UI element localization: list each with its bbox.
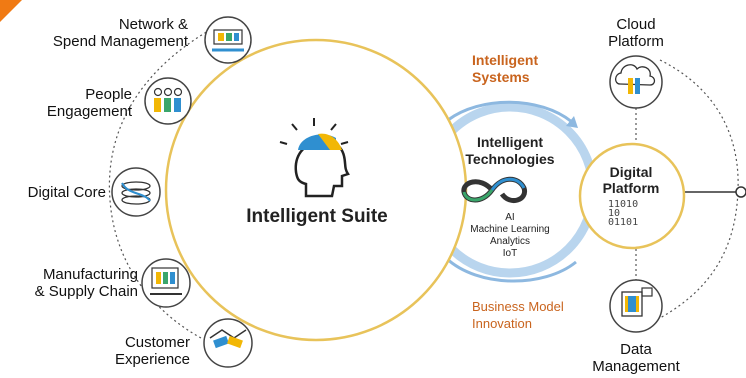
binary-line: 11010 [608, 199, 639, 210]
digital-core-icon [111, 167, 161, 217]
label-line: & Supply Chain [34, 283, 138, 300]
label-line: Spend Management [52, 33, 188, 50]
label-line: Innovation [472, 316, 532, 331]
technology-item: Machine Learning [470, 224, 550, 235]
label-line: Digital [609, 164, 653, 180]
cloud-platform-label: Cloud Platform [586, 16, 686, 50]
label-network-spend: Network & Spend Management [20, 16, 188, 50]
label-line: Management [592, 358, 680, 375]
people-icon [144, 77, 192, 125]
label-line: Intelligent [476, 134, 544, 150]
label-line: Intelligent [472, 52, 539, 68]
label-line: Technologies [465, 151, 555, 167]
binary-line: 01101 [608, 217, 639, 228]
intelligent-systems-label: Intelligent Systems [472, 52, 538, 86]
label-line: Experience [114, 351, 190, 368]
innovation-arrow [444, 256, 577, 283]
label-line: Digital Core [27, 184, 106, 201]
technology-item: AI [505, 212, 515, 223]
label-line: Systems [472, 69, 530, 85]
left-dashed-arc [108, 19, 229, 346]
business-model-innovation-label: Business Model Innovation [472, 298, 564, 332]
network-spend-icon [204, 16, 252, 64]
label-line: Business Model [472, 299, 564, 314]
binary-line: 10 [608, 208, 621, 219]
label-line: People [85, 86, 132, 103]
binary-code: 11010 10 01101 [608, 199, 654, 228]
systems-arrowhead [566, 116, 578, 128]
label-line: Platform [608, 33, 664, 50]
manufacturing-icon [141, 258, 191, 308]
technology-item: IoT [502, 248, 518, 259]
label-people-engagement: People Engagement [20, 86, 132, 120]
label-line: Network & [118, 16, 188, 33]
label-line: Manufacturing [42, 266, 138, 283]
label-digital-core: Digital Core [6, 184, 106, 201]
corner-accent [0, 0, 22, 22]
technologies-list: AI Machine Learning Analytics IoT [440, 212, 580, 260]
platform-circle [578, 142, 686, 250]
technology-item: Analytics [489, 236, 530, 247]
systems-arrow [447, 100, 573, 124]
cloud-icon [609, 55, 663, 109]
digital-platform-title: Digital Platform [586, 164, 676, 196]
label-line: Cloud [616, 16, 656, 33]
label-line: Customer [124, 334, 190, 351]
handshake-icon [203, 318, 253, 368]
label-customer-experience: Customer Experience [60, 334, 190, 368]
intelligent-head-icon [279, 118, 350, 198]
label-line: Platform [602, 180, 660, 196]
label-manufacturing: Manufacturing & Supply Chain [6, 266, 138, 300]
data-management-label: Data Management [576, 341, 696, 375]
platform-link-node [735, 186, 746, 198]
label-line: Data [620, 341, 652, 358]
suite-title: Intelligent Suite [246, 206, 388, 227]
label-line: Engagement [46, 103, 132, 120]
infinity-icon [461, 176, 528, 204]
data-management-icon [609, 279, 663, 333]
technologies-title: Intelligent Technologies [440, 134, 580, 168]
